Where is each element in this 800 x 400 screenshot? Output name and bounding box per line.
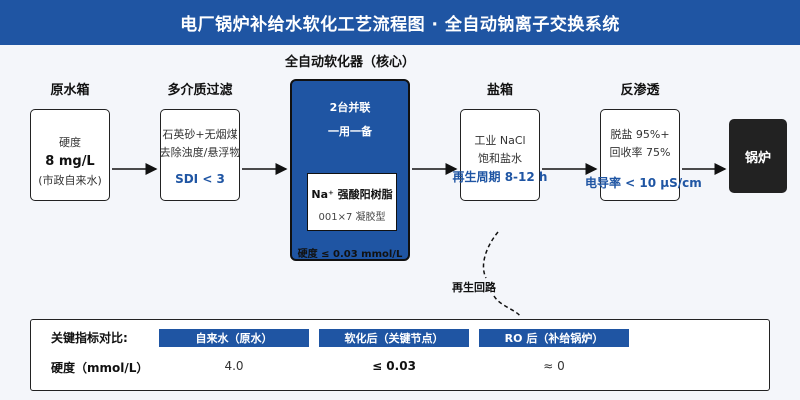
comparison-caption: 关键指标对比: [51, 331, 128, 345]
filter-purpose: 去除浊度/悬浮物 [159, 146, 241, 159]
filter-sdi-metric: SDI < 3 [175, 172, 225, 186]
resin-name: Na⁺ 强酸阳树脂 [311, 188, 393, 201]
ro-conductivity-metric: 电导率 < 10 μS/cm [585, 176, 702, 190]
diagram-title: 电厂锅炉补给水软化工艺流程图 · 全自动钠离子交换系统 [0, 0, 800, 45]
ro-recovery: 回收率 75% [609, 146, 671, 159]
row-label-hardness: 硬度（mmol/L） [51, 361, 149, 375]
col-head-softened: 软化后（关键节点） [319, 329, 469, 347]
cell-ro-hardness: ≈ 0 [543, 359, 565, 373]
raw-hardness-label: 硬度 [59, 136, 81, 149]
raw-tank-title: 原水箱 [50, 83, 90, 98]
boiler-box: 锅炉 [729, 119, 787, 193]
comparison-table: 关键指标对比: 自来水（原水） 软化后（关键节点） RO 后（补给锅炉） 硬度（… [30, 319, 770, 391]
col-head-ro: RO 后（补给锅炉） [479, 329, 629, 347]
col-head-raw: 自来水（原水） [159, 329, 309, 347]
raw-hardness-value: 8 mg/L [45, 154, 95, 169]
ro-title: 反渗透 [620, 83, 660, 98]
softener-title: 全自动软化器（核心） [284, 55, 415, 70]
regen-loop-label: 再生回路 [452, 281, 496, 294]
filter-box: 石英砂+无烟煤 去除浊度/悬浮物 SDI < 3 [160, 109, 240, 201]
resin-box: Na⁺ 强酸阳树脂 001×7 凝胶型 [307, 173, 397, 231]
filter-title: 多介质过滤 [167, 83, 233, 98]
softener-config-standby: 一用一备 [328, 125, 372, 138]
brine-tank-title: 盐箱 [486, 83, 513, 98]
raw-water-tank-box: 硬度 8 mg/L (市政自来水) [30, 109, 110, 201]
softener-core-box: 2台并联 一用一备 Na⁺ 强酸阳树脂 001×7 凝胶型 硬度 ≤ 0.03 … [290, 79, 410, 261]
softener-config-parallel: 2台并联 [329, 101, 371, 114]
ro-desalination: 脱盐 95%+ [610, 128, 670, 141]
filter-media: 石英砂+无烟煤 [162, 128, 238, 141]
regen-loop-path [482, 231, 521, 317]
raw-source-note: (市政自来水) [38, 174, 102, 187]
brine-salt: 工业 NaCl [474, 134, 526, 147]
brine-tank-box: 工业 NaCl 饱和盐水 再生周期 8-12 h [453, 109, 547, 201]
cell-softened-hardness: ≤ 0.03 [372, 359, 416, 373]
regen-cycle-metric: 再生周期 8-12 h [452, 170, 548, 184]
brine-solution: 饱和盐水 [478, 152, 522, 165]
cell-raw-hardness: 4.0 [224, 359, 244, 373]
resin-type: 001×7 凝胶型 [318, 212, 386, 223]
ro-box: 脱盐 95%+ 回收率 75% 电导率 < 10 μS/cm [585, 109, 702, 201]
softener-hardness-metric: 硬度 ≤ 0.03 mmol/L [297, 249, 403, 260]
